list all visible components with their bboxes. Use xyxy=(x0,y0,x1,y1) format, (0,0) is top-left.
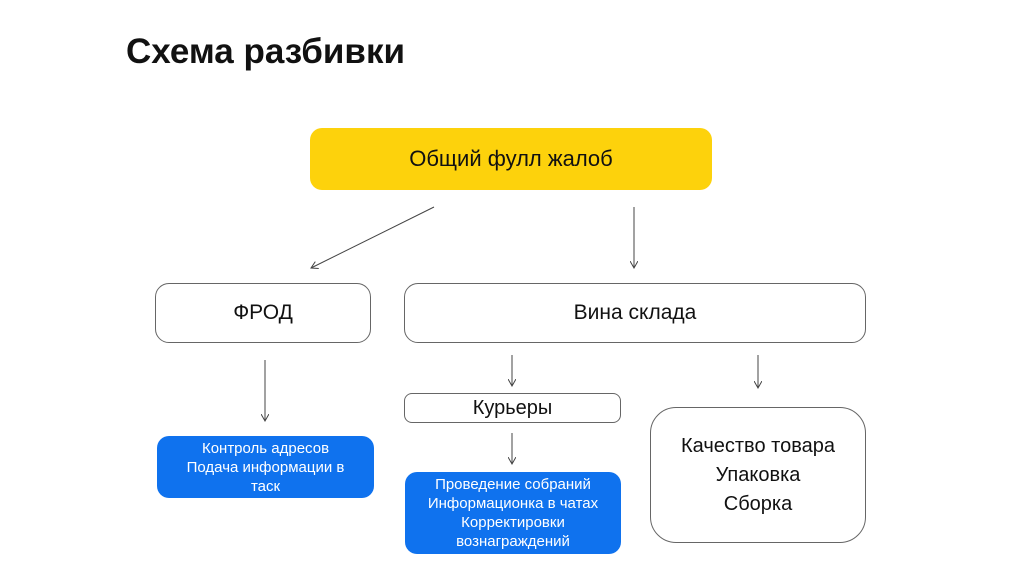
warehouse-issues-node: Качество товара Упаковка Сборка xyxy=(650,407,866,543)
fraud-action-line: Подача информации в xyxy=(186,458,345,476)
courier-action-line: Информационка в чатах xyxy=(427,495,599,512)
fraud-node: ФРОД xyxy=(155,283,371,343)
root-node: Общий фулл жалоб xyxy=(310,128,712,190)
warehouse-issue-line: Сборка xyxy=(723,492,793,515)
fraud-action-line: таск xyxy=(250,477,281,495)
warehouse-node: Вина склада xyxy=(404,283,866,343)
courier-action-line: вознаграждений xyxy=(456,533,570,550)
courier-action-line: Корректировки xyxy=(461,514,565,531)
slide-title: Схема разбивки xyxy=(126,32,405,71)
warehouse-issue-line: Упаковка xyxy=(715,463,801,486)
courier-action-line: Проведение собраний xyxy=(435,476,591,493)
courier-actions-node: Проведение собраний Информационка в чата… xyxy=(405,472,621,554)
couriers-node: Курьеры xyxy=(404,393,621,423)
fraud-actions-node: Контроль адресов Подача информации в тас… xyxy=(157,436,374,498)
arrow-root-to-fraud xyxy=(311,206,435,268)
warehouse-issue-line: Качество товара xyxy=(681,434,835,457)
fraud-action-line: Контроль адресов xyxy=(201,439,330,457)
